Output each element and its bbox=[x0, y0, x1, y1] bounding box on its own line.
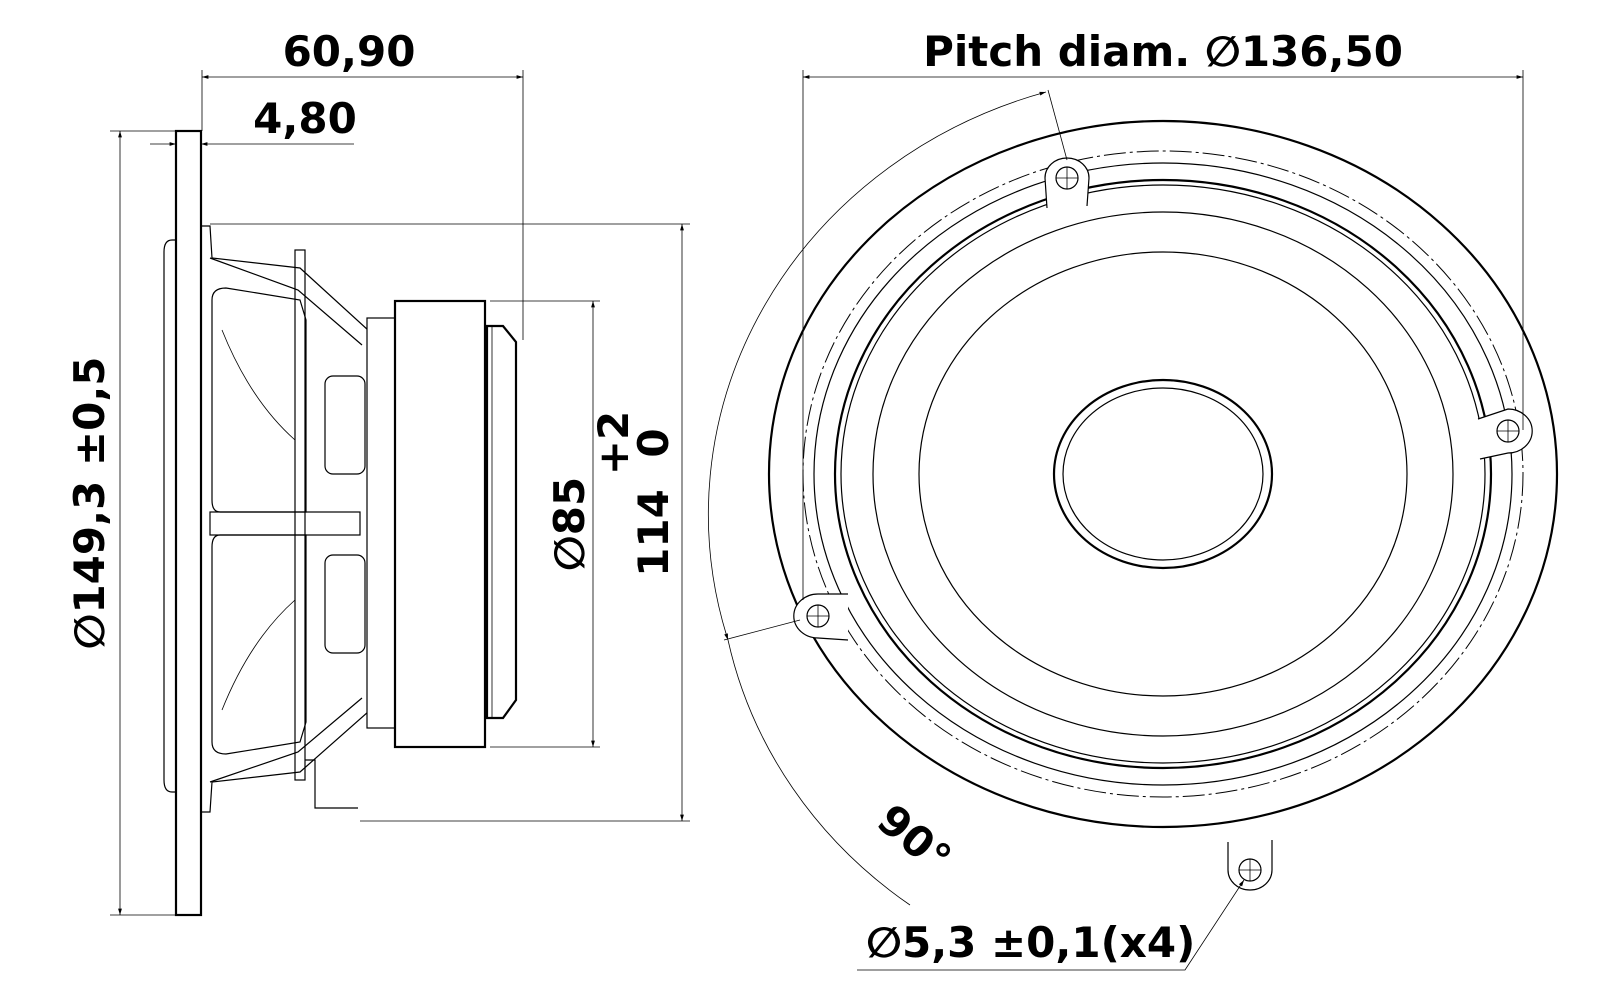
basket-diameter-label: 114 bbox=[629, 489, 678, 577]
basket-tolerance-lower: 0 bbox=[629, 428, 678, 457]
gasket bbox=[163, 239, 176, 793]
pitch-circle bbox=[802, 150, 1524, 798]
mounting-hole bbox=[1044, 157, 1090, 209]
back-plate bbox=[485, 324, 518, 720]
front-view: Pitch diam. ∅136,50 90° ∅5,3 ±0,1(x4) bbox=[708, 27, 1559, 971]
angle-label: 90° bbox=[868, 795, 960, 884]
magnet-diameter-label: ∅85 bbox=[545, 477, 594, 571]
front-plate bbox=[366, 317, 396, 729]
basket-tolerance-upper: +2 bbox=[589, 411, 638, 475]
surround bbox=[833, 178, 1493, 770]
mounting-hole bbox=[793, 593, 849, 641]
flange bbox=[174, 129, 203, 917]
dust-cap bbox=[1052, 378, 1274, 570]
cone-outer bbox=[872, 211, 1454, 737]
mounting-hole bbox=[1477, 408, 1533, 460]
frame-outer bbox=[767, 119, 1559, 829]
outer-diameter-label: ∅149,3 ±0,5 bbox=[65, 356, 114, 649]
flange-thickness-label: 4,80 bbox=[253, 94, 357, 143]
basket bbox=[201, 225, 369, 813]
mounting-hole-label: ∅5,3 ±0,1(x4) bbox=[866, 918, 1195, 967]
overall-depth-label: 60,90 bbox=[283, 27, 416, 76]
pitch-diameter-label: Pitch diam. ∅136,50 bbox=[923, 27, 1403, 76]
side-view: ∅149,3 ±0,5 60,90 4,80 114 +2 0 ∅85 bbox=[65, 27, 690, 917]
mounting-hole bbox=[1227, 840, 1273, 891]
cone-inner bbox=[918, 251, 1408, 697]
magnet bbox=[393, 299, 487, 749]
